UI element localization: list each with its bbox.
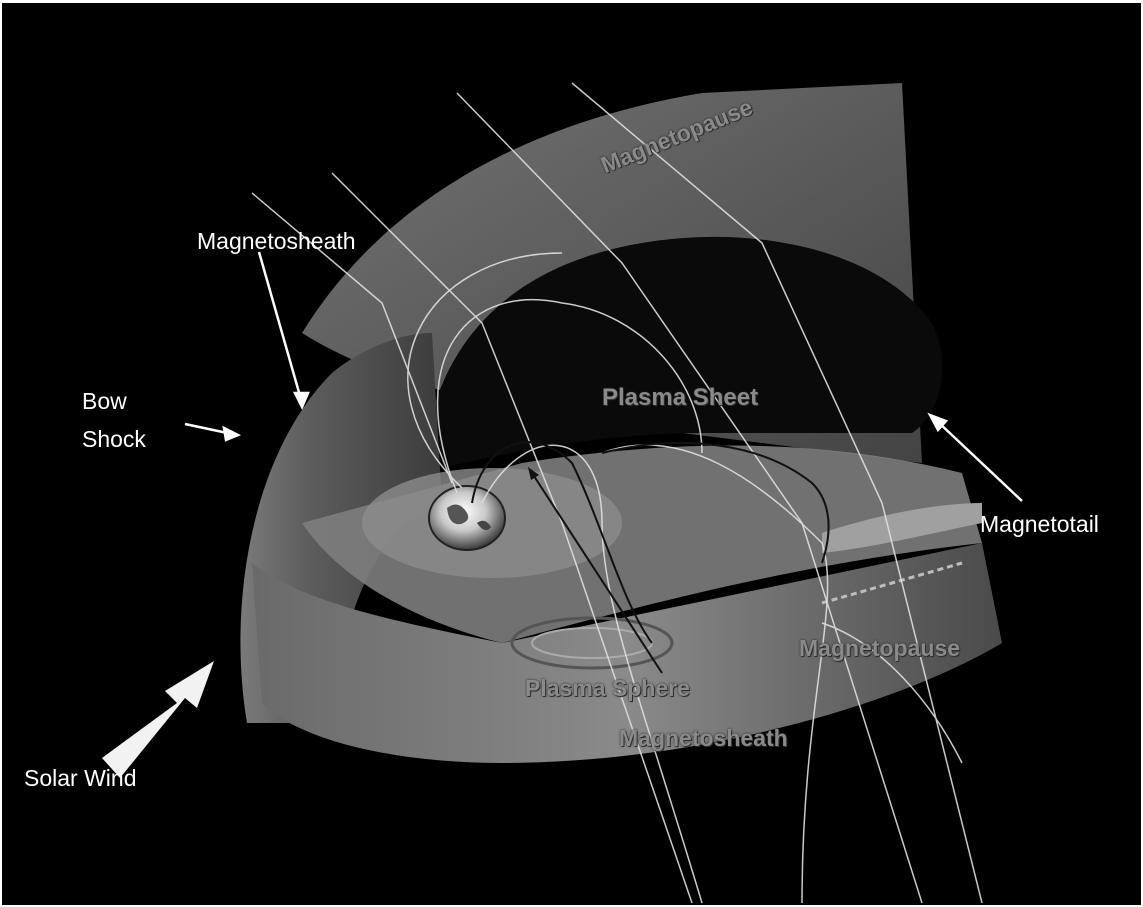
label-magnetotail: Magnetotail bbox=[980, 511, 1099, 537]
label-bow-shock-line1: Bow bbox=[82, 388, 127, 414]
diagram-frame: Magnetosheath Bow Shock Solar Wind Magne… bbox=[2, 3, 1141, 905]
label-magnetosheath-outer: Magnetosheath bbox=[197, 228, 356, 254]
label-magnetosheath-lower: Magnetosheath bbox=[619, 725, 788, 751]
solar-wind-arrow bbox=[102, 661, 214, 778]
label-solar-wind: Solar Wind bbox=[24, 765, 136, 791]
label-magnetopause-lower: Magnetopause bbox=[799, 635, 960, 661]
magnetosphere-illustration bbox=[2, 3, 1141, 905]
label-plasma-sphere: Plasma Sphere bbox=[525, 675, 690, 701]
label-bow-shock-line2: Shock bbox=[82, 426, 146, 452]
label-plasma-sheet: Plasma Sheet bbox=[602, 385, 758, 411]
